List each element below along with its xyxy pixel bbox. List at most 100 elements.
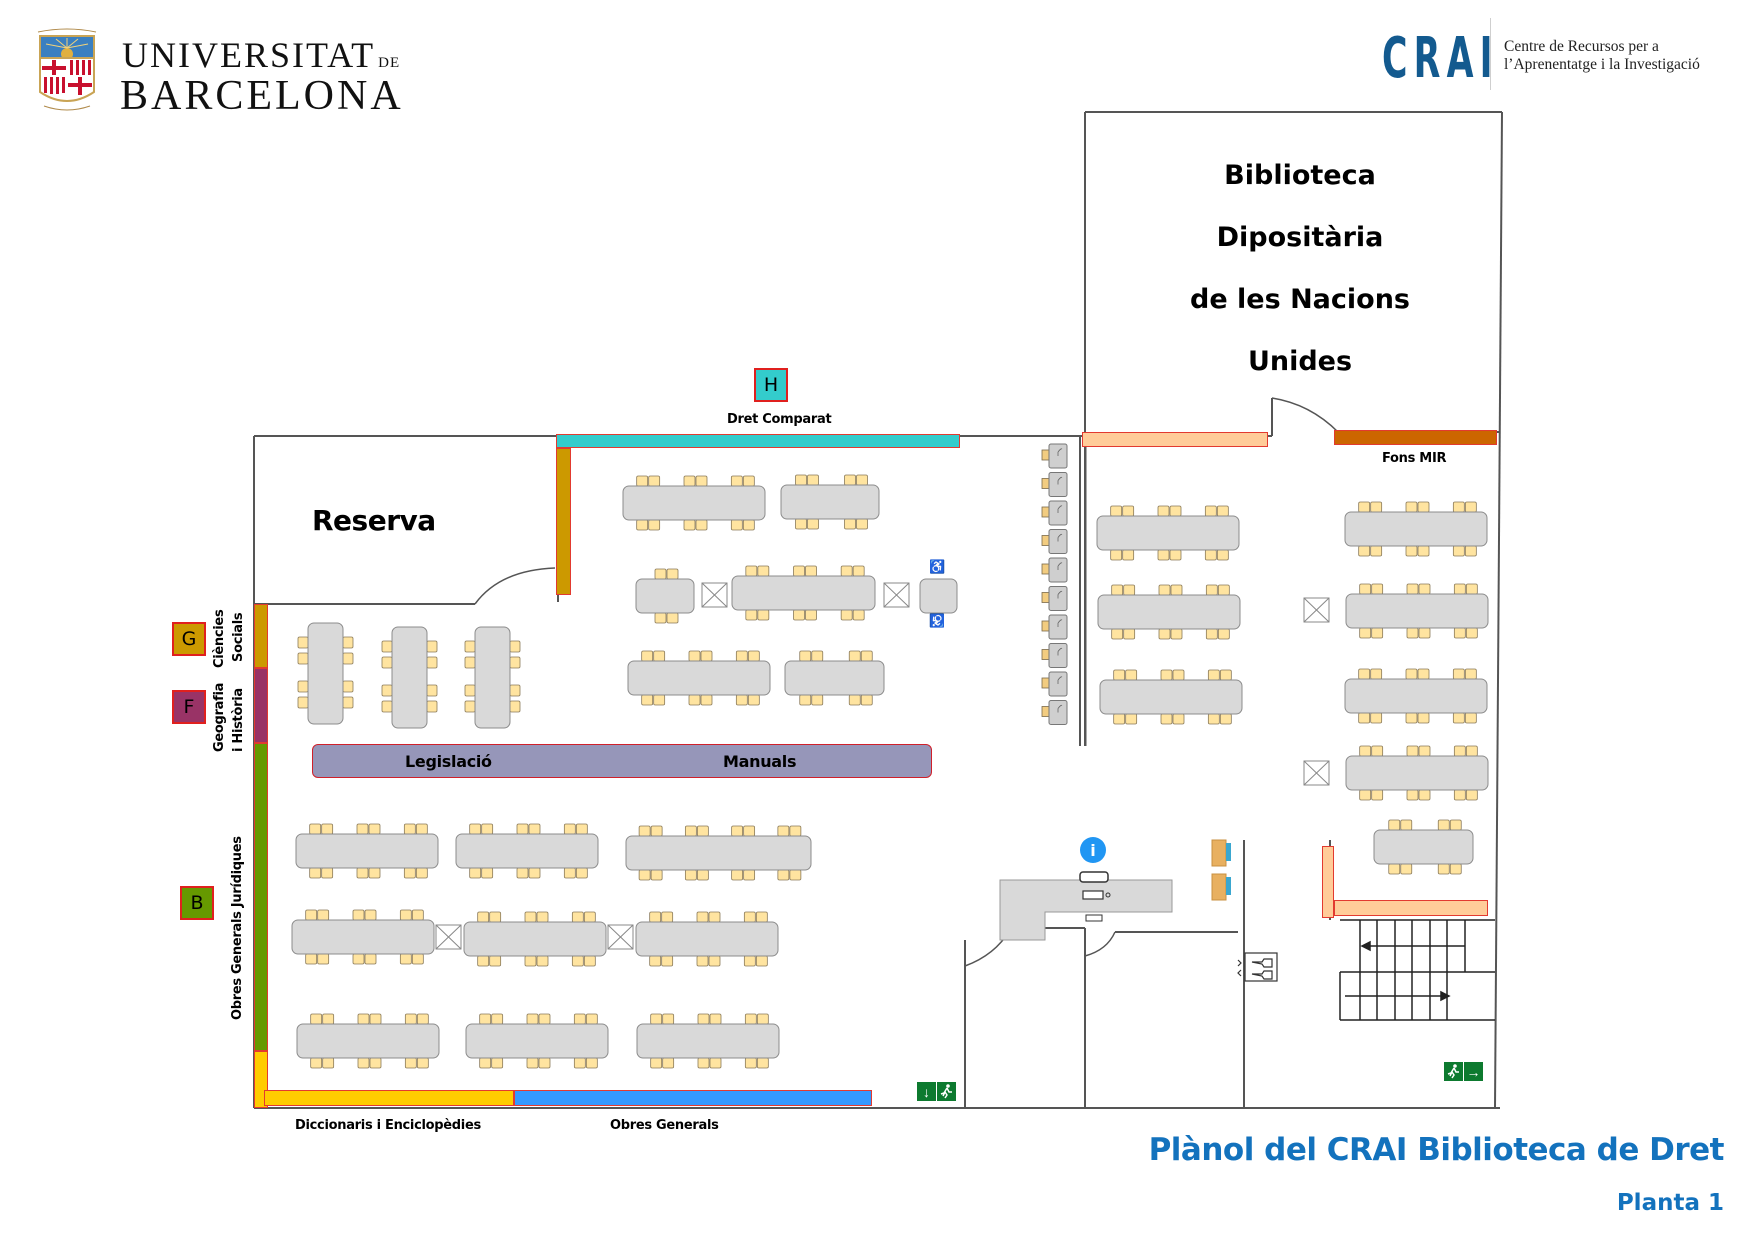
table-top <box>391 626 428 729</box>
chair-icon <box>322 1013 335 1025</box>
chair-icon <box>683 475 696 487</box>
room-reserva: Reserva <box>312 504 436 537</box>
chair-icon <box>743 869 756 881</box>
chair-icon <box>789 869 802 881</box>
chair-icon <box>415 823 428 835</box>
chair-icon <box>1157 505 1170 517</box>
chair-icon <box>860 694 873 706</box>
info-point-icon[interactable]: i <box>1080 837 1106 863</box>
chair-icon <box>793 565 805 577</box>
chair-icon <box>1205 584 1218 596</box>
crai-subtitle-line1: Centre de Recursos per a <box>1504 38 1659 55</box>
study-table <box>1096 505 1240 561</box>
chair-icon <box>684 825 697 837</box>
chair-icon <box>840 565 853 577</box>
study-table <box>1345 583 1489 639</box>
table-top <box>1373 829 1474 865</box>
computer-terminal-icon <box>1041 557 1068 583</box>
chair-icon <box>747 694 760 706</box>
chair-icon <box>696 955 709 967</box>
chair-icon <box>648 519 661 531</box>
chair-icon <box>491 1013 504 1025</box>
chair-icon <box>641 694 654 706</box>
study-table-vertical <box>297 622 354 725</box>
crai-divider <box>1490 18 1491 90</box>
table-top <box>296 1023 440 1059</box>
chair-icon <box>426 684 438 697</box>
chair-icon <box>477 955 490 967</box>
chair-icon <box>700 650 713 662</box>
chair-icon <box>1359 583 1372 595</box>
undp-line-3: de les Nacions <box>1190 284 1410 315</box>
chair-icon <box>1122 505 1135 517</box>
chair-icon <box>1170 628 1183 640</box>
chair-icon <box>1418 745 1431 757</box>
chair-icon <box>789 825 802 837</box>
chair-icon <box>575 823 588 835</box>
chair-icon <box>649 911 662 923</box>
chair-icon <box>305 953 318 965</box>
chair-icon <box>1449 863 1462 875</box>
chair-icon <box>1465 583 1478 595</box>
chair-icon <box>585 1013 598 1025</box>
chair-icon <box>509 684 521 697</box>
table-top <box>636 1023 780 1059</box>
shelf-diccionaris <box>264 1090 514 1106</box>
university-word: UNIVERSITAT <box>122 35 376 75</box>
chair-icon <box>696 869 709 881</box>
label-historia: i Història <box>231 688 246 752</box>
chair-icon <box>1370 545 1383 557</box>
chair-icon <box>481 823 494 835</box>
chair-icon <box>730 475 743 487</box>
chair-icon <box>1371 789 1384 801</box>
chair-icon <box>583 911 596 923</box>
running-man-icon <box>1444 1062 1463 1081</box>
chair-icon <box>1122 549 1135 561</box>
shelf-dret-comparat <box>556 434 960 448</box>
chair-icon <box>756 1013 769 1025</box>
chair-icon <box>1406 583 1419 595</box>
chair-icon <box>1406 789 1419 801</box>
chair-icon <box>697 1057 710 1069</box>
chair-icon <box>1417 501 1430 513</box>
table-top <box>463 921 607 957</box>
chair-icon <box>1371 745 1384 757</box>
chair-icon <box>583 955 596 967</box>
table-top <box>627 660 771 696</box>
chair-icon <box>297 652 309 665</box>
undp-line-1: Biblioteca <box>1224 160 1376 191</box>
chair-icon <box>1464 668 1477 680</box>
chair-icon <box>840 609 853 621</box>
keyboard-icon <box>1082 890 1104 900</box>
label-dret-comparat: Dret Comparat <box>727 412 832 427</box>
label-geografia-historia: Geografia i Història <box>210 683 248 752</box>
chair-icon <box>708 955 721 967</box>
shelf-obres-generals-juridiques <box>254 743 268 1051</box>
chair-icon <box>1172 713 1185 725</box>
chair-icon <box>1110 549 1123 561</box>
chair-icon <box>1388 819 1401 831</box>
computer-terminal-icon <box>1041 671 1068 697</box>
chair-icon <box>524 911 537 923</box>
computer-terminal-icon <box>1041 614 1068 640</box>
chair-icon <box>464 656 476 669</box>
crai-logo: CRAI <box>1382 26 1499 91</box>
chair-icon <box>661 911 674 923</box>
chair-icon <box>1169 505 1182 517</box>
chair-icon <box>1405 668 1418 680</box>
chair-icon <box>477 911 490 923</box>
chair-icon <box>793 609 805 621</box>
chair-icon <box>1358 668 1371 680</box>
chair-icon <box>381 640 393 653</box>
chair-icon <box>536 911 549 923</box>
chair-icon <box>1111 584 1124 596</box>
emergency-exit-sign-right: → <box>1444 1062 1483 1081</box>
table-top <box>635 921 779 957</box>
chair-icon <box>852 609 865 621</box>
chair-icon <box>1417 668 1430 680</box>
chair-icon <box>688 694 701 706</box>
section-badge-f: F <box>172 690 206 724</box>
chair-icon <box>696 825 709 837</box>
chair-icon <box>1465 789 1478 801</box>
chair-icon <box>364 953 377 965</box>
